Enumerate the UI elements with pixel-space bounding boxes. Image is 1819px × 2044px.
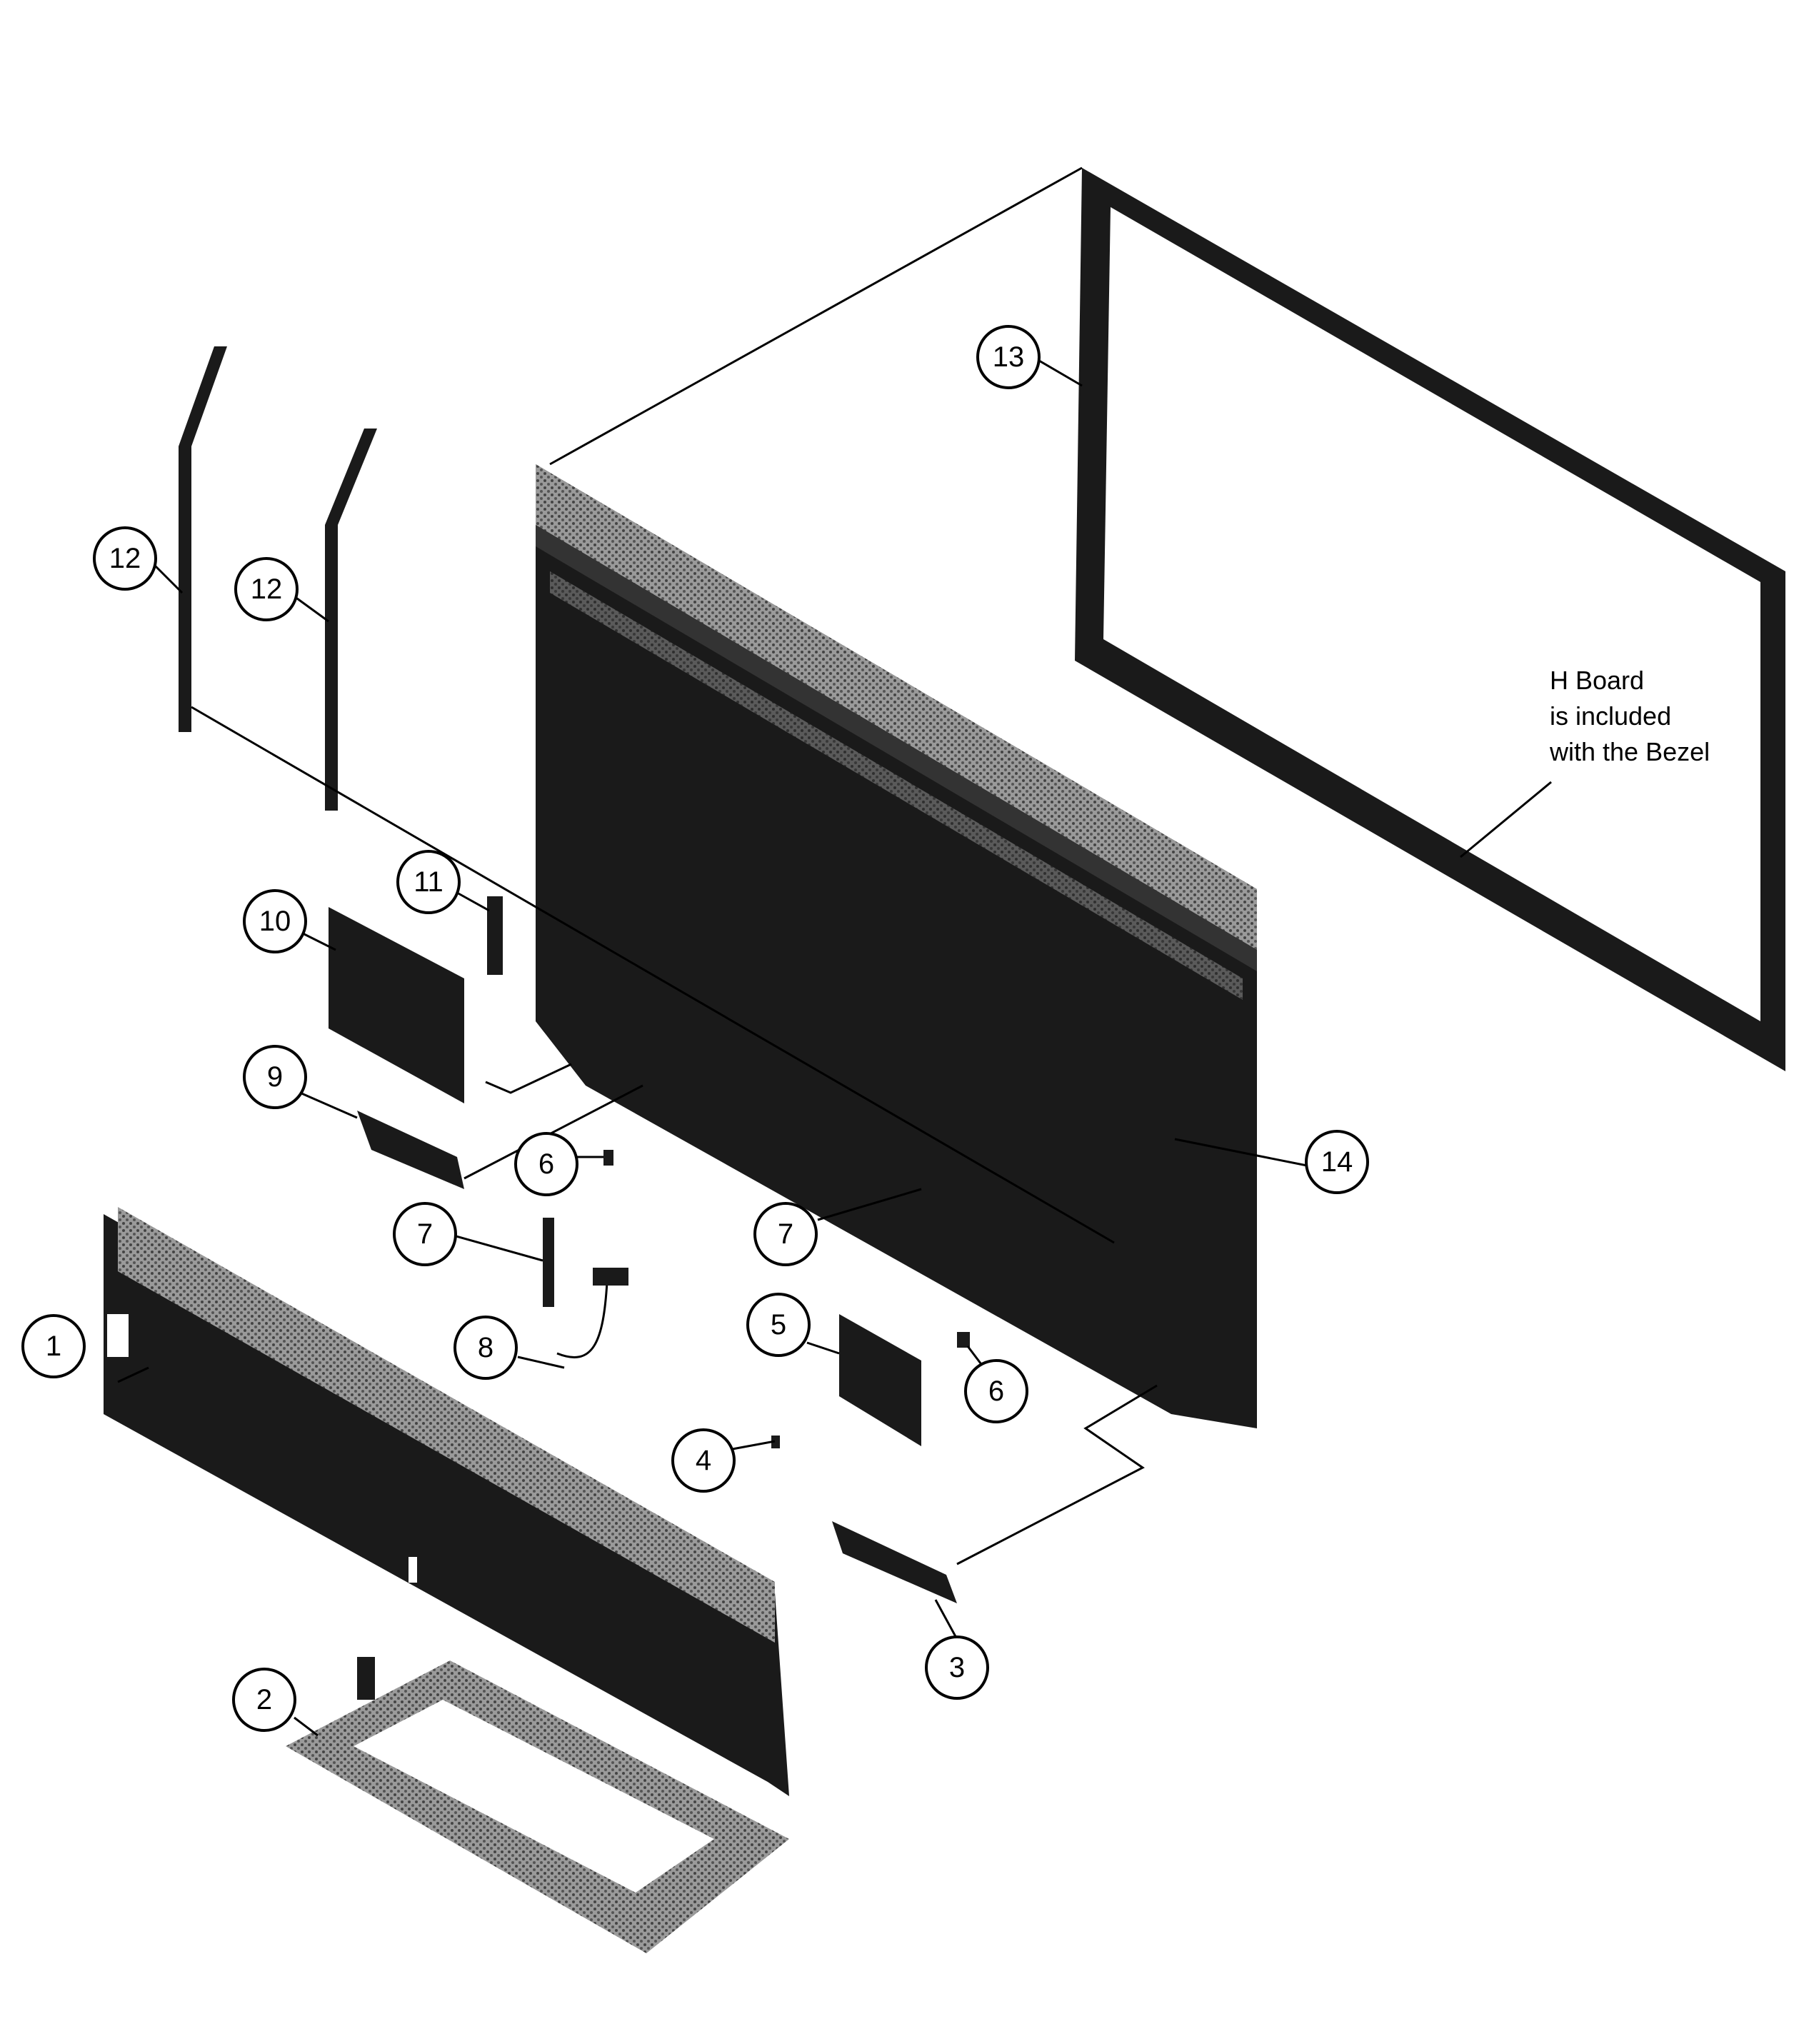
note-line-3: with the Bezel [1549, 737, 1710, 766]
cable-part [556, 1268, 628, 1358]
svg-text:2: 2 [256, 1684, 272, 1715]
callout-2: 2 [232, 1668, 296, 1732]
note-label: H Board is included with the Bezel [1549, 666, 1710, 766]
callout-1: 1 [21, 1314, 86, 1378]
svg-text:1: 1 [46, 1331, 61, 1362]
note-line-1: H Board [1550, 666, 1644, 695]
svg-text:10: 10 [259, 906, 291, 937]
small-board-part [487, 896, 503, 975]
speaker-left-part [357, 1111, 464, 1189]
callout-7a: 7 [393, 1202, 457, 1266]
callout-8: 8 [454, 1316, 518, 1380]
front-grille-panel-part [104, 1207, 789, 1796]
svg-text:8: 8 [478, 1332, 493, 1363]
callout-10: 10 [243, 889, 307, 953]
callout-5: 5 [746, 1293, 811, 1357]
note-line-2: is included [1550, 701, 1671, 731]
callout-3: 3 [925, 1635, 989, 1700]
tv-cabinet-part [536, 464, 1257, 1428]
cable-bracket-part [543, 1218, 554, 1307]
svg-text:4: 4 [696, 1445, 711, 1476]
bezel-frame-part [549, 166, 1785, 1071]
callout-6a: 6 [514, 1132, 578, 1196]
svg-text:14: 14 [1321, 1146, 1353, 1178]
callout-12b: 12 [234, 557, 299, 621]
svg-text:7: 7 [417, 1218, 433, 1250]
callout-13: 13 [976, 325, 1041, 389]
svg-text:3: 3 [949, 1652, 965, 1683]
speaker-right-part [832, 1521, 957, 1603]
svg-text:9: 9 [267, 1061, 283, 1093]
side-bracket-left-part [179, 346, 227, 732]
panel-board-part [329, 907, 464, 1103]
svg-text:6: 6 [538, 1148, 554, 1180]
callout-7b: 7 [753, 1202, 818, 1266]
small-clip-part [603, 1150, 970, 1448]
svg-text:12: 12 [109, 543, 141, 574]
callout-9: 9 [243, 1045, 307, 1109]
main-board-part [839, 1314, 921, 1446]
callout-12a: 12 [93, 526, 157, 591]
svg-text:7: 7 [778, 1218, 793, 1250]
svg-text:13: 13 [993, 341, 1025, 373]
side-bracket-right-part [325, 429, 377, 811]
svg-text:11: 11 [414, 866, 444, 898]
callout-11: 11 [396, 850, 461, 914]
svg-text:5: 5 [771, 1309, 786, 1341]
svg-text:6: 6 [988, 1376, 1004, 1407]
callout-6b: 6 [964, 1359, 1028, 1423]
stand-base-part [286, 1657, 789, 1953]
callout-4: 4 [671, 1428, 736, 1493]
callout-14: 14 [1305, 1130, 1369, 1194]
svg-text:12: 12 [251, 573, 283, 605]
